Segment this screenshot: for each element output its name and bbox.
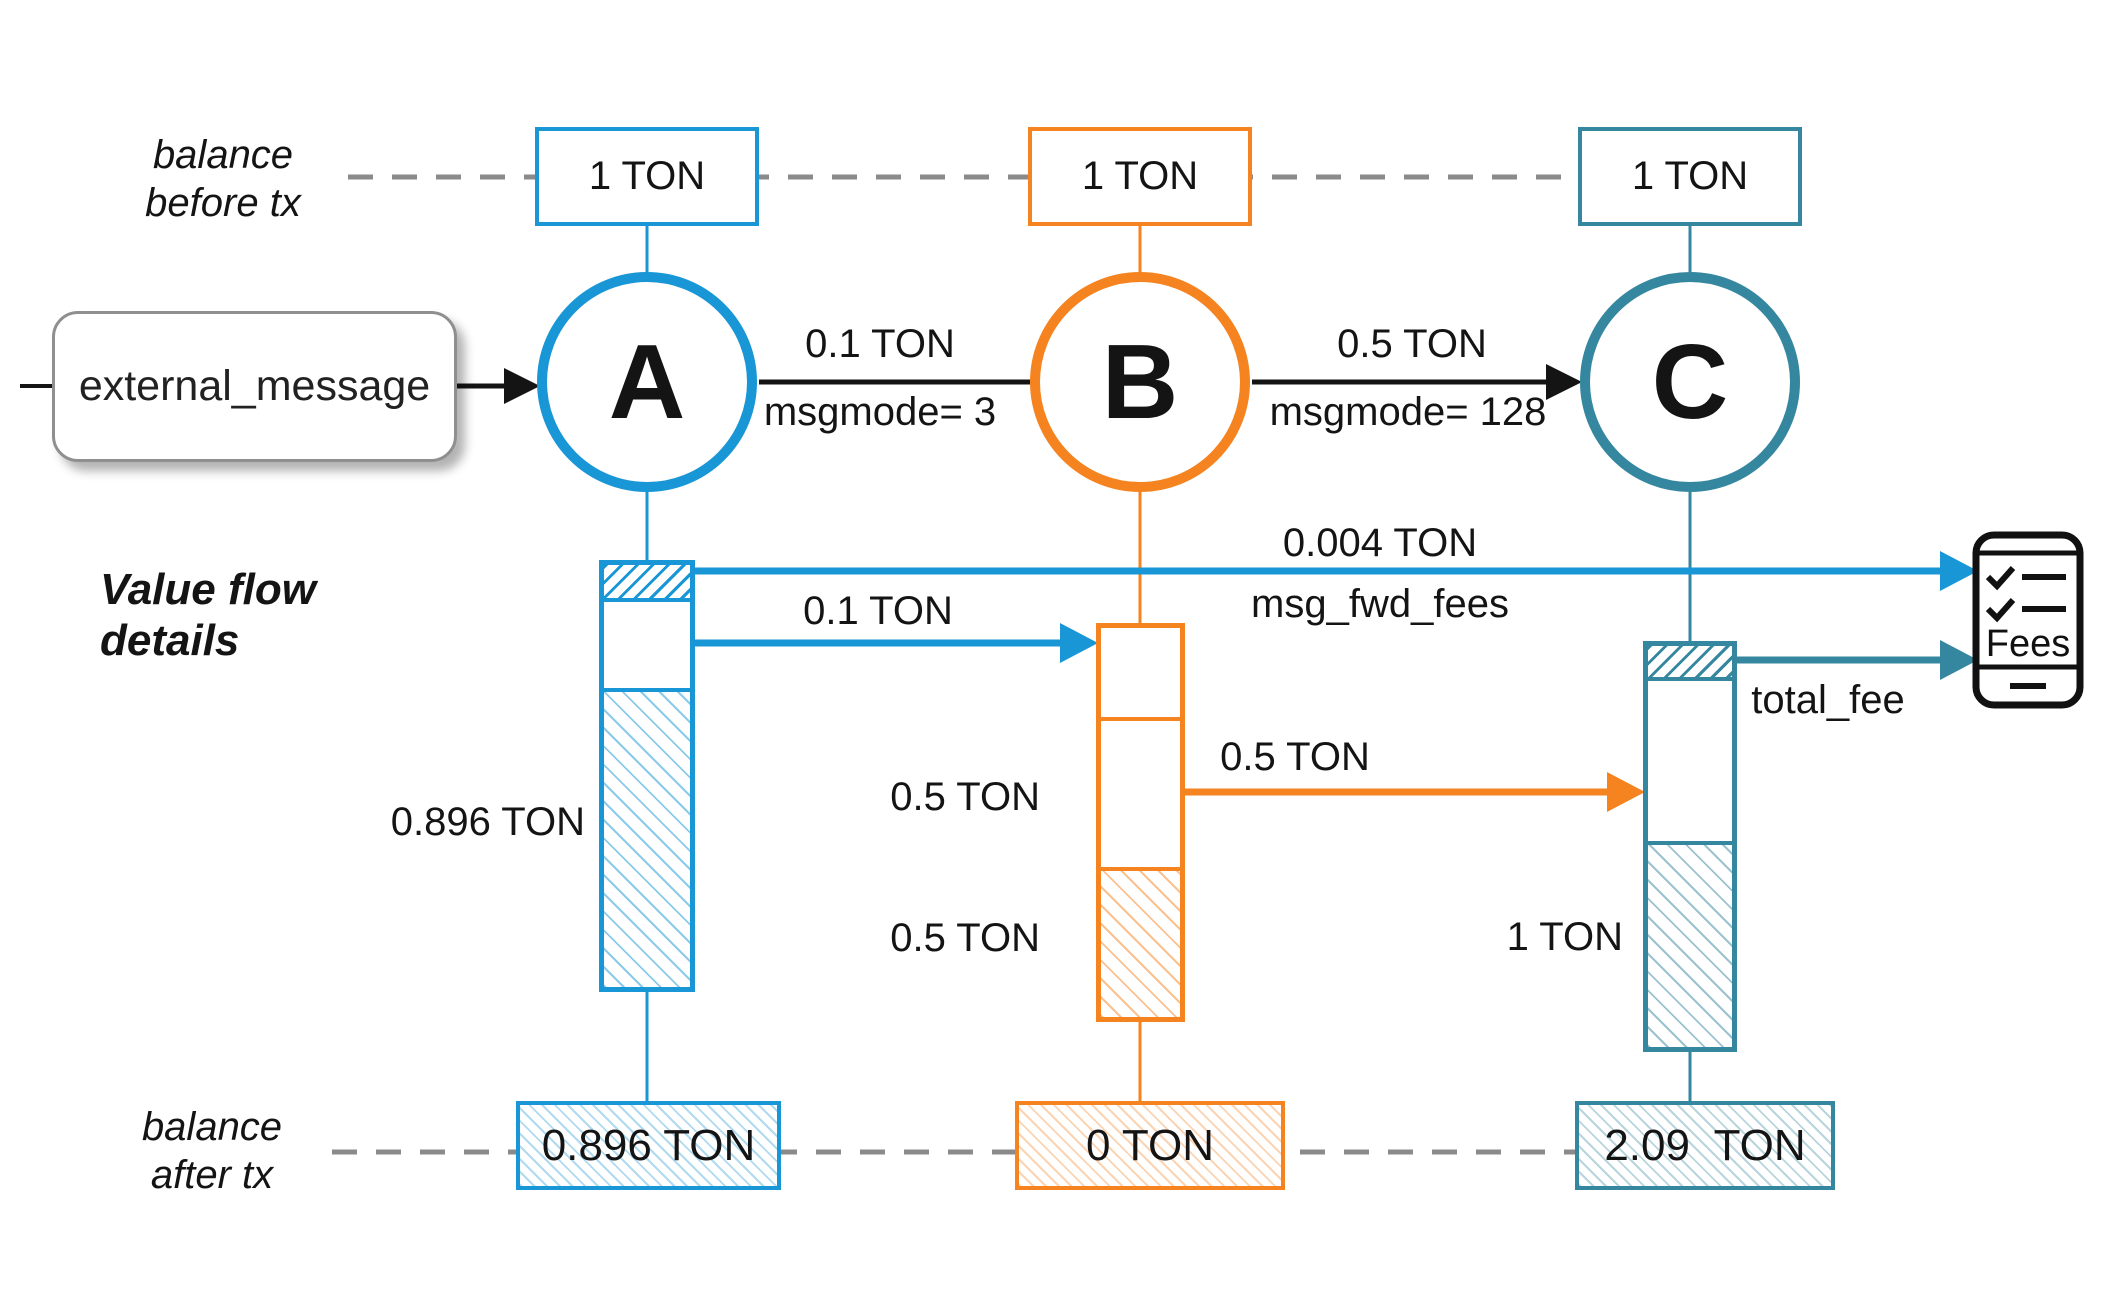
value-bar-b [1096, 623, 1185, 1022]
fees-icon-frame [1972, 531, 2084, 709]
balance-before-label-line2: before tx [145, 181, 301, 225]
total-fee-arrow [1737, 640, 1978, 680]
value-bar-c [1643, 641, 1737, 1052]
account-letter-b: B [1101, 322, 1179, 441]
bar-c-incoming-label: 1 TON [1506, 915, 1623, 959]
message-a-to-b-mode: msgmode= 3 [763, 390, 997, 434]
bar-c-balance-segment [1648, 845, 1732, 1047]
bar-a-remaining-label: 0.896 TON [390, 800, 585, 844]
balance-after-box-c: 2.09 TON [1575, 1101, 1835, 1190]
balance-before-value-c: 1 TON [1631, 154, 1749, 198]
fees-icon: Fees [1972, 531, 2084, 709]
balance-before-value-a: 1 TON [588, 154, 706, 198]
fees-icon-checklist [1985, 566, 2066, 623]
bar-b-segment-label-2: 0.5 TON [890, 916, 1040, 960]
account-node-b: B [1030, 272, 1250, 492]
account-node-c: C [1580, 272, 1800, 492]
message-b-to-c-amount: 0.5 TON [1337, 322, 1487, 366]
bar-a-remaining-segment [604, 692, 690, 987]
balance-after-box-b: 0 TON [1015, 1101, 1285, 1190]
external-message-label: external_message [78, 362, 431, 410]
external-to-a-arrow [457, 368, 540, 404]
balance-after-label-line2: after tx [150, 1153, 274, 1197]
fees-icon-label: Fees [1986, 623, 2070, 665]
balance-after-value-a: 0.896 TON [541, 1120, 756, 1170]
balance-before-value-b: 1 TON [1081, 154, 1199, 198]
balance-before-label-line1: balance [152, 133, 294, 177]
bar-a-sent-segment [604, 602, 690, 692]
balance-after-value-c: 2.09 TON [1604, 1120, 1806, 1170]
bar-c-received-segment [1648, 681, 1732, 845]
bar-b-balance-segment [1101, 721, 1180, 871]
message-b-to-c-mode: msgmode= 128 [1269, 390, 1547, 434]
value-a-to-b-amount: 0.1 TON [803, 589, 953, 633]
bar-b-received-segment [1101, 628, 1180, 721]
value-flow-label-line2: details [100, 615, 240, 665]
msg-fwd-fees-label: msg_fwd_fees [1251, 582, 1509, 626]
message-a-to-b-amount: 0.1 TON [805, 322, 955, 366]
balance-before-box-b: 1 TON [1028, 127, 1252, 226]
account-letter-a: A [608, 322, 686, 441]
total-fee-label: total_fee [1751, 678, 1905, 722]
bar-c-fee-segment [1648, 646, 1732, 681]
account-letter-c: C [1651, 322, 1729, 441]
value-bar-a [599, 560, 695, 992]
external-message-node: external_message [52, 311, 457, 462]
msg-fwd-fees-amount: 0.004 TON [1282, 521, 1478, 565]
balance-before-box-a: 1 TON [535, 127, 759, 226]
balance-after-value-b: 0 TON [1086, 1120, 1214, 1170]
bar-b-sent-segment [1101, 871, 1180, 1017]
balance-after-box-a: 0.896 TON [516, 1101, 781, 1190]
bar-a-fee-segment [604, 565, 690, 602]
account-node-a: A [537, 272, 757, 492]
balance-before-box-c: 1 TON [1578, 127, 1802, 226]
balance-after-label-line1: balance [141, 1105, 283, 1149]
bar-b-segment-label-1: 0.5 TON [890, 775, 1040, 819]
value-b-to-c-amount: 0.5 TON [1220, 735, 1370, 779]
value-flow-label-line1: Value flow [100, 564, 316, 614]
